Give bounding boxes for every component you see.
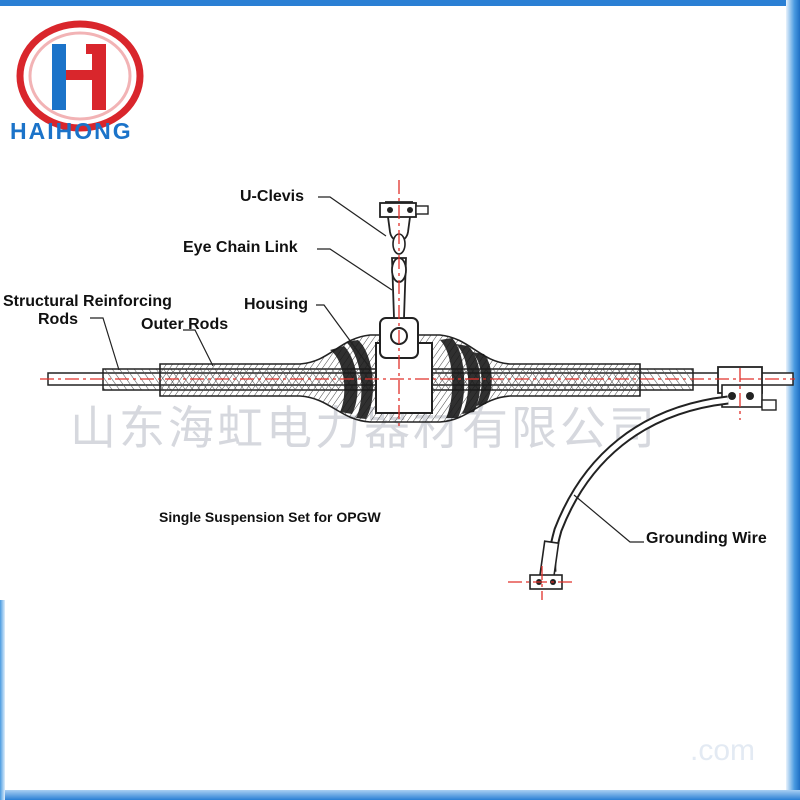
label-structural-rods-line1: Structural Reinforcing [3,293,172,310]
frame-edge-right [786,0,800,800]
housing [375,317,433,414]
leader-lines [90,196,644,543]
grounding-wire [529,395,729,590]
label-grounding-wire: Grounding Wire [646,530,767,547]
haihong-logo-icon [16,20,144,132]
label-structural-rods-line2: Rods [38,311,78,328]
frame-edge-top [0,0,800,6]
frame-edge-bottom [0,790,800,800]
frame-edge-left [0,600,5,800]
brand-name: HAIHONG [10,118,133,144]
watermark-url: .com [690,734,756,767]
label-outer-rods: Outer Rods [141,316,229,333]
label-eye-chain-link: Eye Chain Link [183,239,298,256]
center-lines [40,180,795,600]
label-u-clevis: U-Clevis [240,188,305,205]
diagram-caption: Single Suspension Set for OPGW [159,509,381,525]
u-clevis [379,201,429,255]
label-housing: Housing [244,296,308,313]
